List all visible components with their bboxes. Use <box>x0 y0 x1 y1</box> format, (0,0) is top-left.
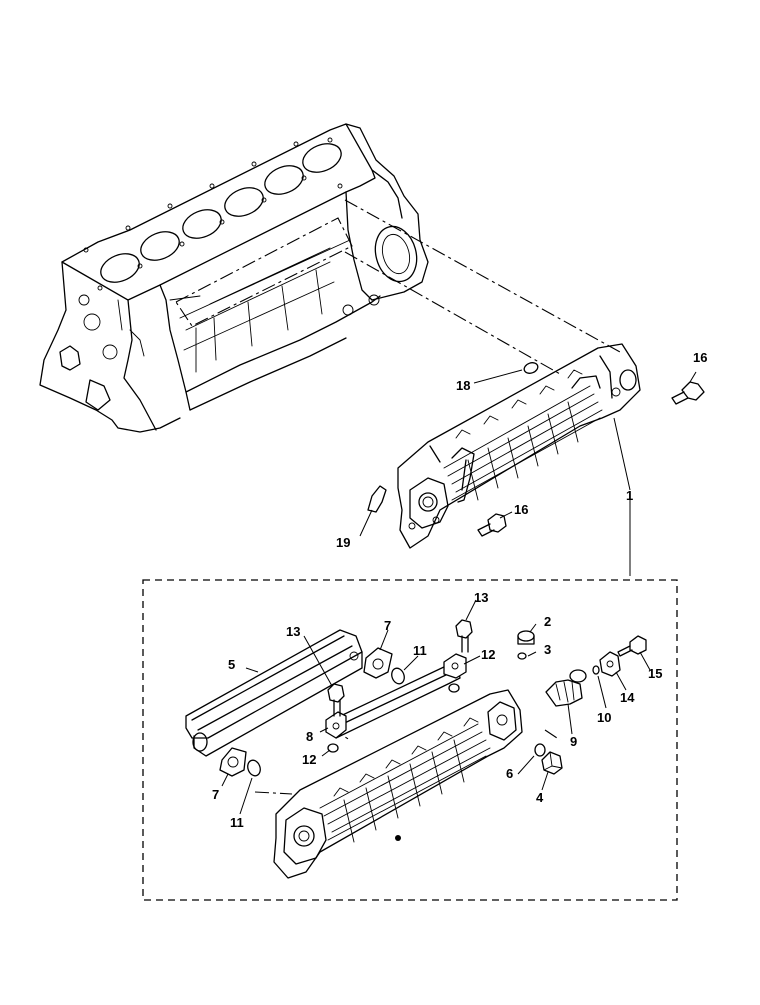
callout-19: 19 <box>336 535 350 550</box>
washer-12-right <box>448 683 460 693</box>
coolant-pipe-8 <box>325 653 467 739</box>
switch-14 <box>599 651 621 677</box>
o-ring-3 <box>517 652 527 660</box>
bolt-16-upper <box>671 381 705 405</box>
engine-block <box>39 123 429 433</box>
cylinder-bores <box>100 143 342 283</box>
washer-10 <box>592 665 600 675</box>
head-bolt-holes <box>83 137 343 291</box>
bolt-13-left <box>327 683 345 717</box>
washer-6 <box>534 743 546 757</box>
callout-labels: 18 16 1 16 19 13 13 7 11 12 2 3 5 15 14 … <box>212 350 707 830</box>
plug-2 <box>517 630 535 645</box>
o-ring-11-upper <box>391 667 405 685</box>
cooler-core-5 <box>185 629 363 757</box>
egr-cooler-assembly <box>397 343 641 549</box>
callout-7-upper: 7 <box>384 618 391 633</box>
gasket-7-lower <box>219 747 247 777</box>
callout-12-right: 12 <box>481 647 495 662</box>
cooler-housing <box>273 689 523 879</box>
callout-11-lower: 11 <box>230 815 244 830</box>
callout-13-left: 13 <box>286 624 300 639</box>
gasket-19 <box>367 485 387 513</box>
gasket-7-upper <box>363 647 393 679</box>
sensor-9 <box>545 669 587 707</box>
o-ring-18 <box>523 362 539 374</box>
callout-14: 14 <box>620 690 635 705</box>
nut-4 <box>541 751 563 775</box>
exploded-view-frame <box>142 579 678 901</box>
callout-13-right: 13 <box>474 590 488 605</box>
callout-2: 2 <box>544 614 551 629</box>
leader-lines <box>221 369 697 815</box>
callout-16-lower: 16 <box>514 502 528 517</box>
washer-12-left <box>327 743 339 753</box>
callout-16-upper: 16 <box>693 350 707 365</box>
bolt-16-lower <box>477 513 507 537</box>
callout-15: 15 <box>648 666 662 681</box>
callout-4: 4 <box>536 790 544 805</box>
callout-8: 8 <box>306 729 313 744</box>
callout-9: 9 <box>570 734 577 749</box>
callout-10: 10 <box>597 710 611 725</box>
callout-7-lower: 7 <box>212 787 219 802</box>
callout-1: 1 <box>626 488 633 503</box>
callout-18: 18 <box>456 378 470 393</box>
callout-6: 6 <box>506 766 513 781</box>
bolt-15 <box>617 635 647 657</box>
o-ring-11-lower <box>247 759 261 777</box>
callout-11-upper: 11 <box>413 643 427 658</box>
callout-12-left: 12 <box>302 752 316 767</box>
bolt-13-right <box>455 619 473 653</box>
callout-5: 5 <box>228 657 235 672</box>
callout-3: 3 <box>544 642 551 657</box>
reference-dot <box>395 835 401 841</box>
